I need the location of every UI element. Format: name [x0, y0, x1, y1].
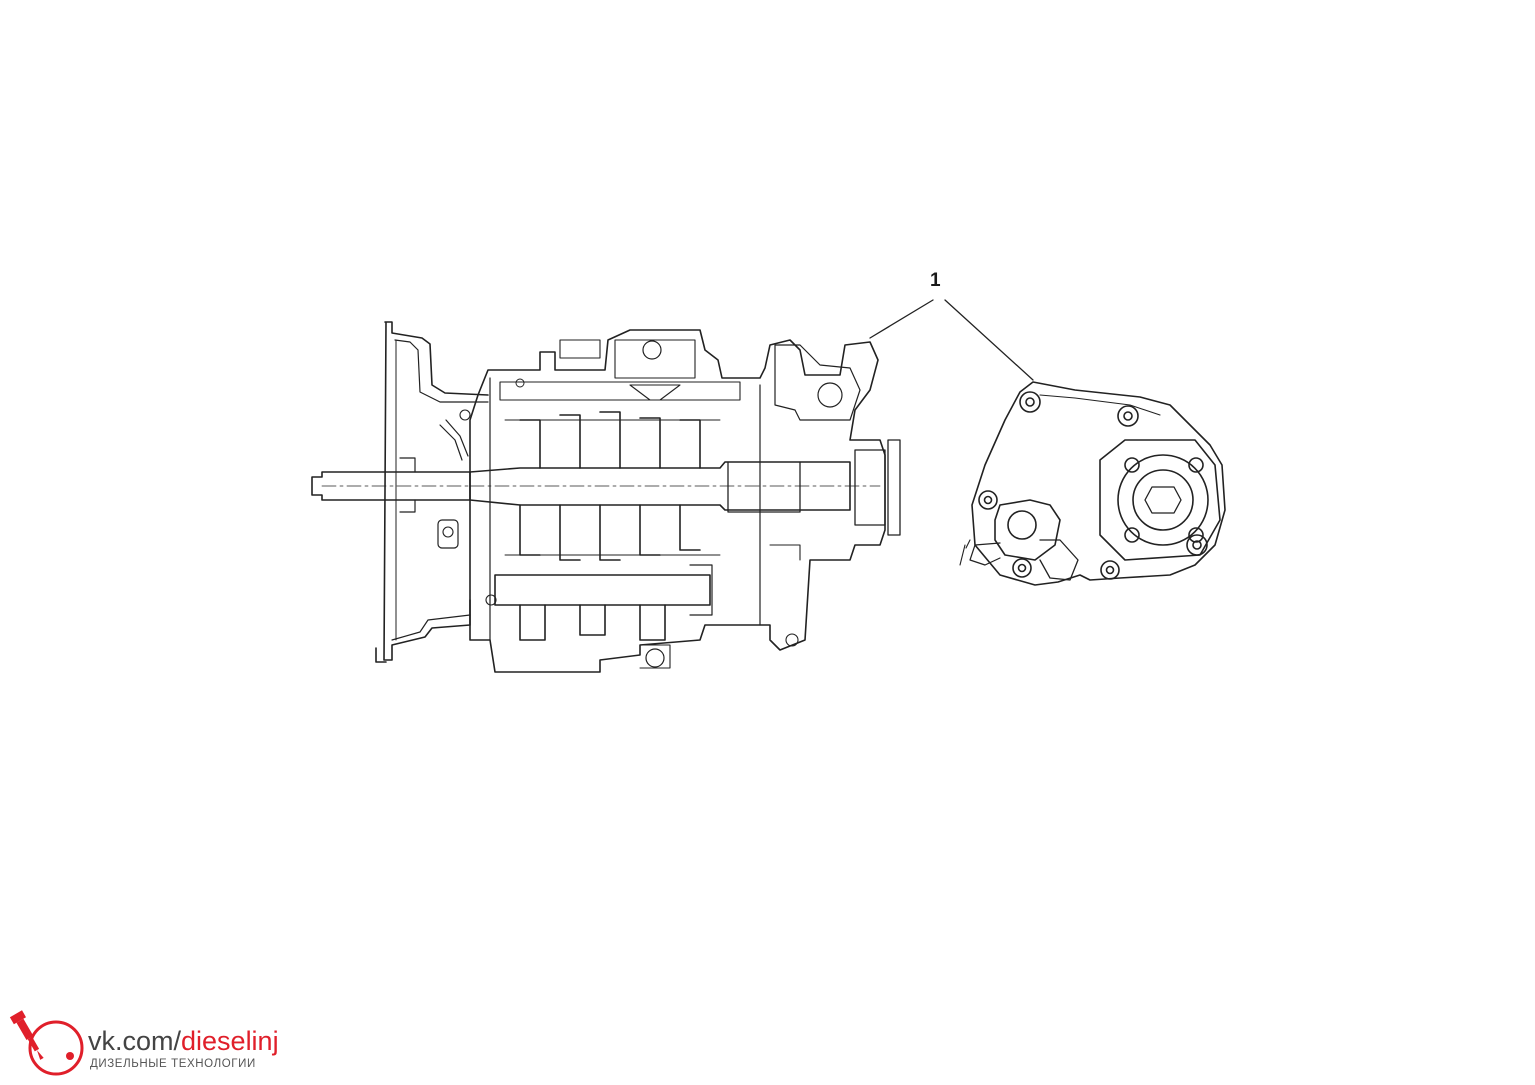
watermark-url-accent: dieselinj — [181, 1026, 279, 1056]
callout-leader-lines — [869, 299, 1034, 381]
component-1-body — [971, 381, 1226, 586]
fuel-injector-logo-icon — [9, 1010, 84, 1076]
countershaft — [494, 574, 711, 606]
gearbox-section-view — [311, 321, 901, 673]
callout-label-1: 1 — [930, 270, 941, 291]
clutch-housing — [383, 321, 489, 661]
main-housing — [469, 329, 886, 673]
watermark-subtitle: ДИЗЕЛЬНЫЕ ТЕХНОЛОГИИ — [90, 1058, 256, 1070]
watermark: vk.com/dieselinj ДИЗЕЛЬНЫЕ ТЕХНОЛОГИИ — [8, 998, 308, 1078]
component-1-assembly — [959, 381, 1226, 586]
solenoid-valve — [994, 499, 1061, 561]
watermark-url: vk.com/dieselinj — [88, 1028, 279, 1055]
output-flange — [1099, 439, 1221, 561]
watermark-url-prefix: vk.com/ — [88, 1026, 182, 1056]
